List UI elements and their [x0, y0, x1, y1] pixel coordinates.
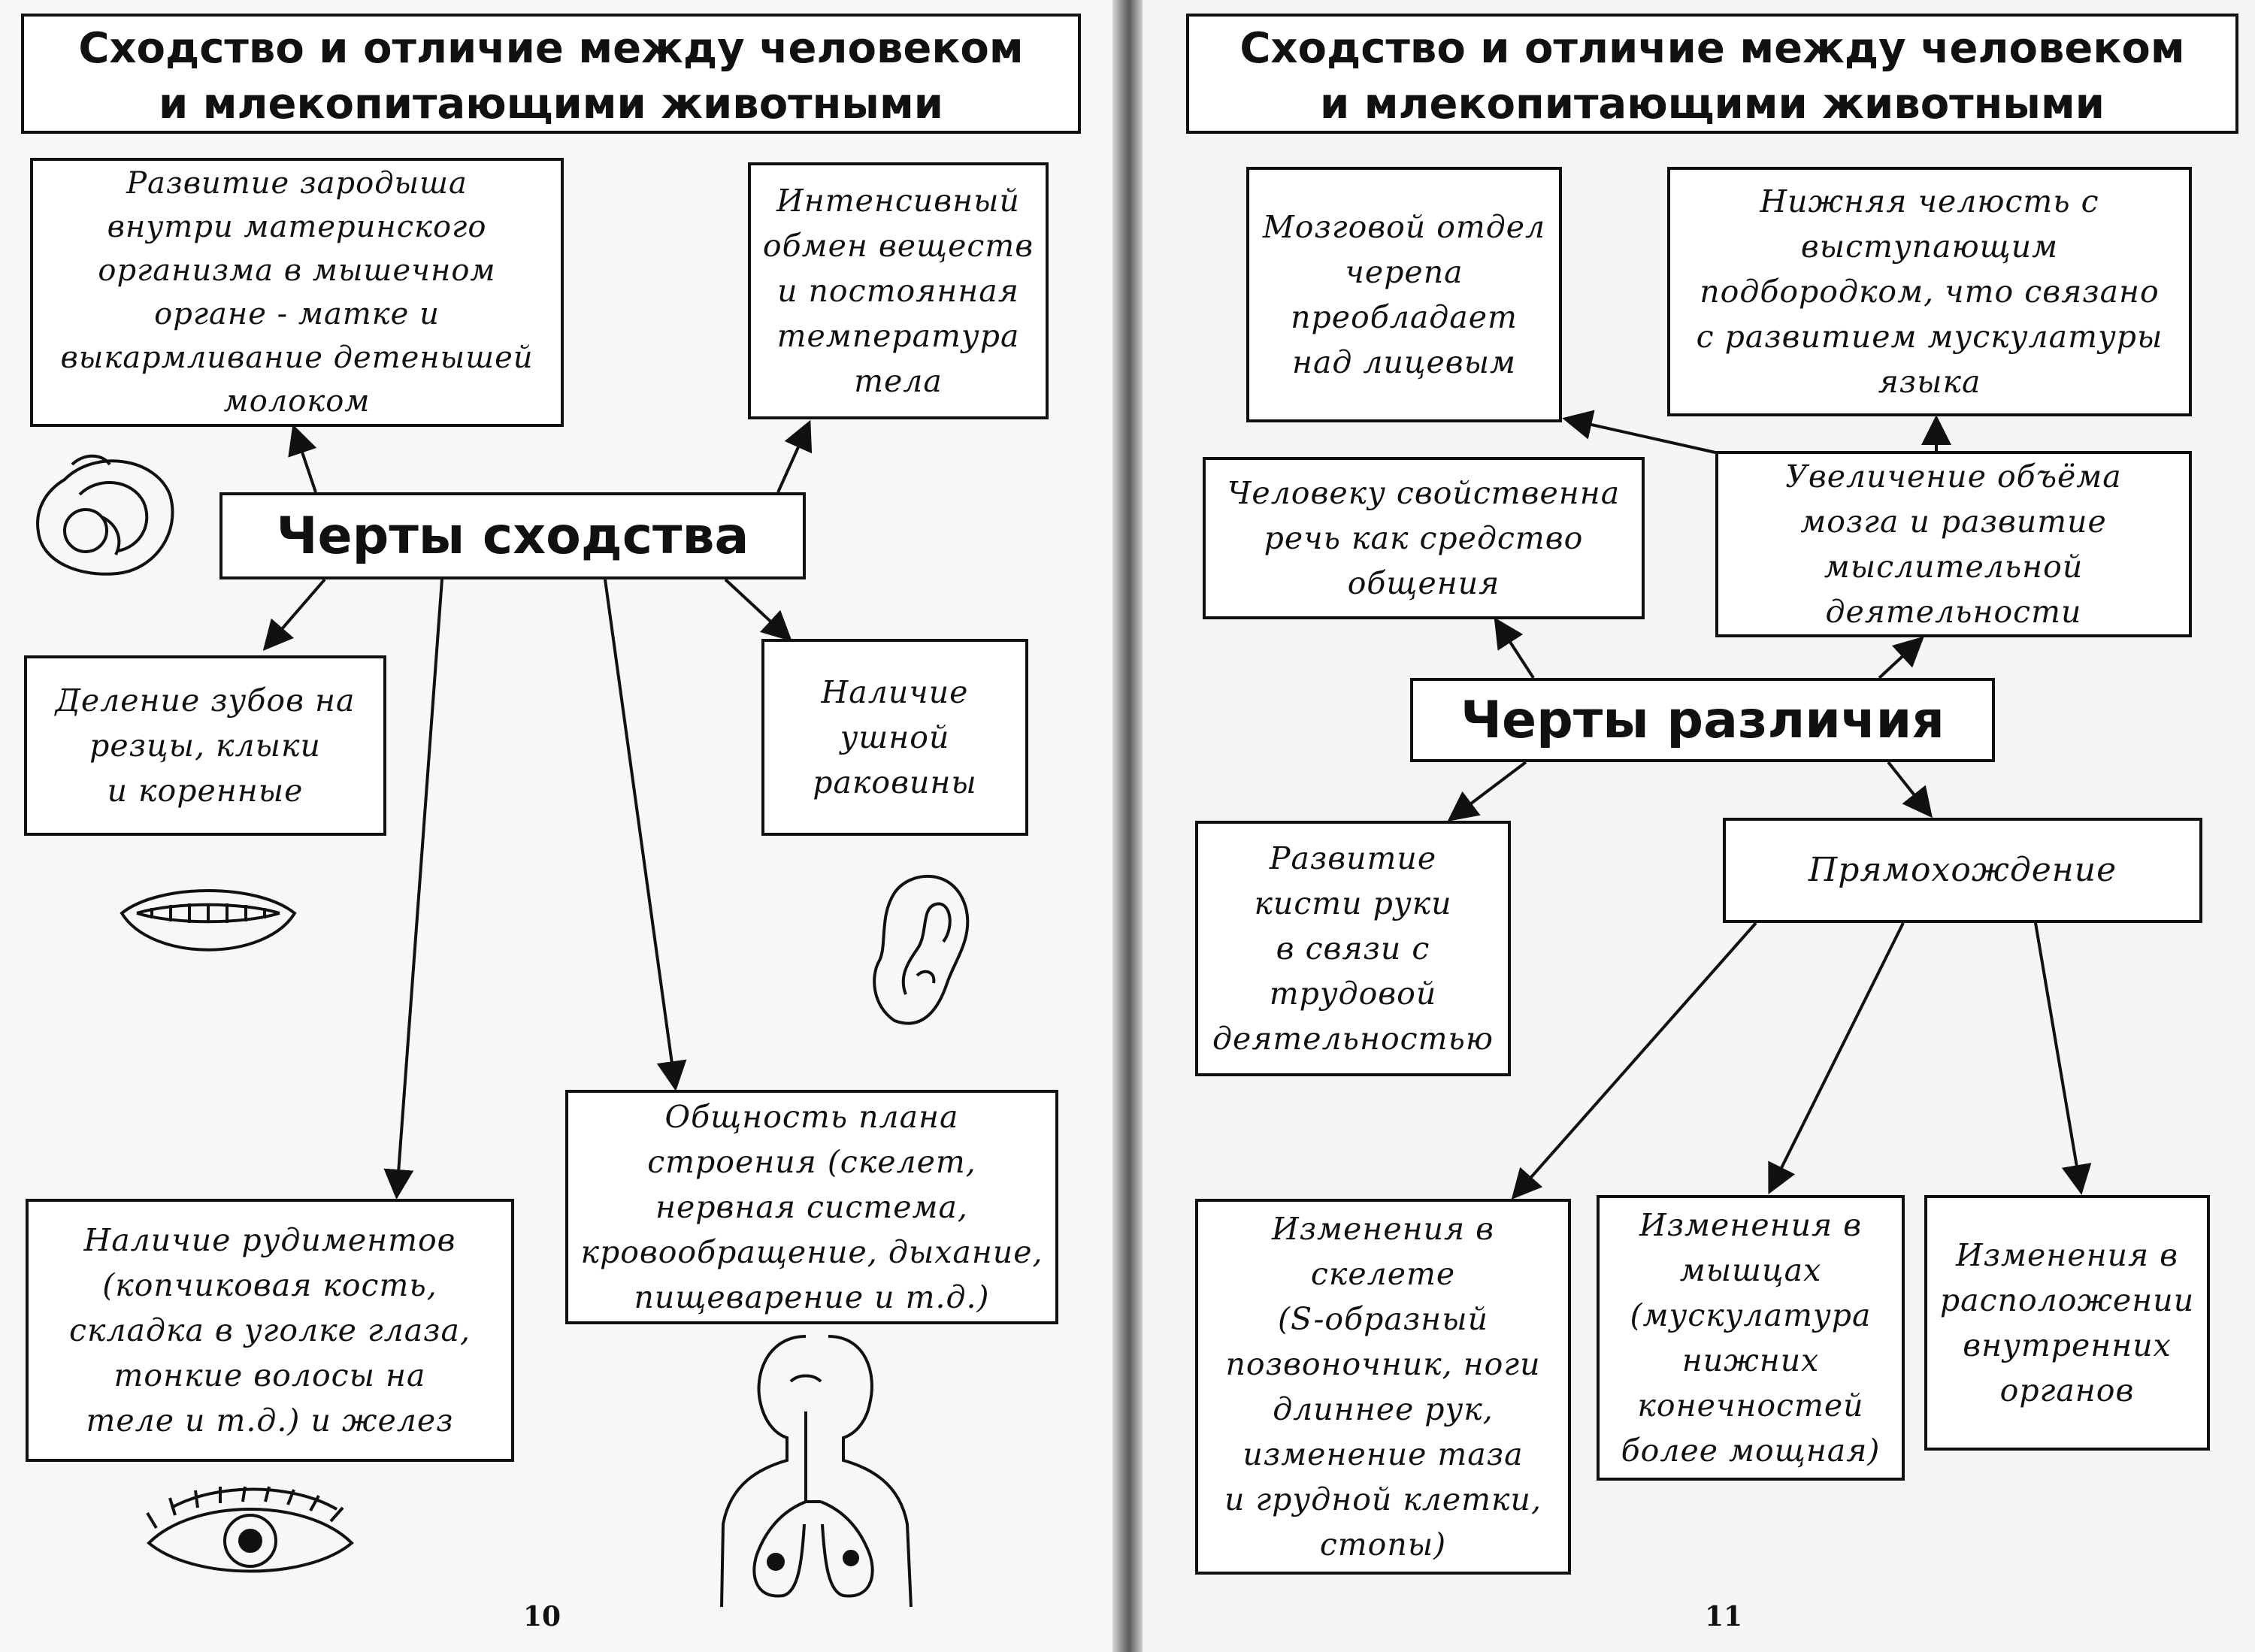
ear-icon [873, 874, 970, 1025]
difference-muscles-box: Изменения в мышцах (мускулатура нижних к… [1597, 1195, 1905, 1481]
difference-upright-box: Прямохождение [1723, 818, 2202, 923]
difference-skull-box: Мозговой отдел черепа преобладает над ли… [1246, 167, 1562, 422]
right-page-title: Сходство и отличие между человеком и мле… [1186, 14, 2238, 134]
mouth-icon [120, 889, 297, 952]
difference-brain-box: Увеличение объёма мозга и развитие мысли… [1715, 451, 2192, 637]
similarity-ear-box: Наличие ушной раковины [761, 639, 1028, 836]
similarity-embryo-box: Развитие зародыша внутри материнского ор… [30, 158, 564, 427]
difference-speech-box: Человеку свойственна речь как средство о… [1203, 457, 1645, 619]
difference-jaw-box: Нижняя челюсть с выступающим подбородком… [1667, 167, 2192, 416]
embryo-icon [36, 454, 174, 576]
similarity-metabolism-box: Интенсивный обмен веществ и постоянная т… [748, 162, 1049, 419]
eye-icon [146, 1486, 354, 1573]
left-page-number: 10 [523, 1601, 561, 1632]
similarity-hub: Черты сходства [219, 492, 806, 579]
similarity-plan-box: Общность плана строения (скелет, нервная… [565, 1090, 1058, 1324]
book-spine [1112, 0, 1143, 1652]
difference-skeleton-box: Изменения в скелете (S-образный позвоноч… [1195, 1199, 1571, 1575]
torso-icon [720, 1335, 913, 1608]
right-page-number: 11 [1705, 1601, 1743, 1632]
similarity-teeth-box: Деление зубов на резцы, клыки и коренные [24, 655, 386, 836]
similarity-rudiments-box: Наличие рудиментов (копчиковая кость, ск… [26, 1199, 514, 1462]
difference-hub: Черты различия [1410, 678, 1995, 762]
difference-hand-box: Развитие кисти руки в связи с трудовой д… [1195, 821, 1511, 1076]
difference-organs-box: Изменения в расположении внутренних орга… [1924, 1195, 2210, 1451]
left-page-title: Сходство и отличие между человеком и мле… [21, 14, 1081, 134]
